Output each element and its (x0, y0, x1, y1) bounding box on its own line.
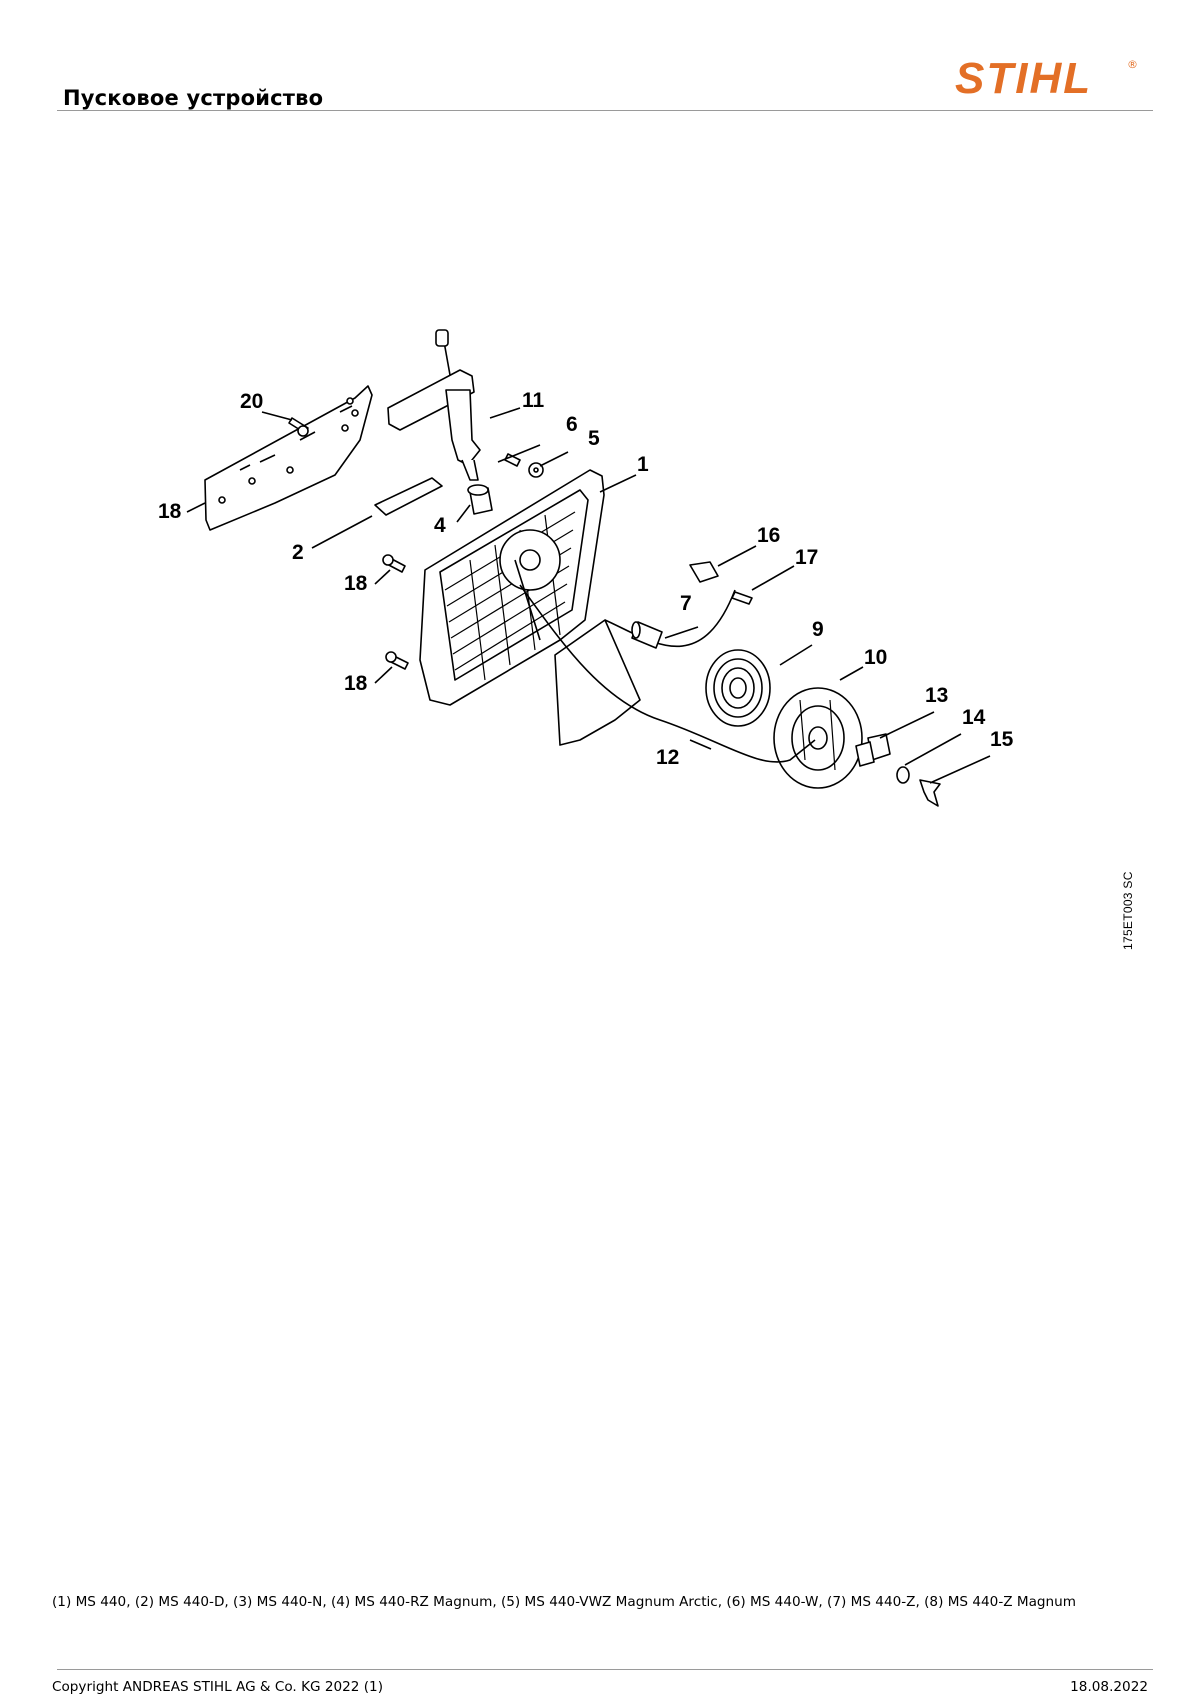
callout-17: 17 (795, 546, 818, 569)
callout-5: 5 (588, 427, 600, 450)
callout-19: 18 (158, 500, 182, 523)
part-label-plate (374, 477, 443, 516)
page-title: Пусковое устройство (63, 86, 324, 110)
model-list: (1) MS 440, (2) MS 440-D, (3) MS 440-N, … (52, 1594, 1077, 1610)
callout-14: 14 (962, 706, 986, 729)
callout-12: 12 (656, 746, 679, 769)
callout-10: 10 (864, 646, 887, 669)
callout-7: 7 (680, 592, 692, 615)
callout-18b: 18 (344, 672, 368, 695)
part-spring-clip (919, 779, 941, 807)
callout-15: 15 (990, 728, 1014, 751)
date-text: 18.08.2022 (1070, 1679, 1148, 1695)
part-rewind-spring (705, 649, 771, 727)
header-divider (57, 110, 1153, 111)
part-starter-rope (519, 584, 816, 763)
part-washer-14 (896, 766, 910, 784)
callout-20: 20 (240, 390, 263, 413)
footer-divider (57, 1669, 1153, 1670)
callout-11: 11 (522, 389, 545, 412)
part-screw-17 (731, 591, 753, 605)
stihl-logo: STIHL ® (955, 54, 1138, 102)
callout-6: 6 (566, 413, 578, 436)
callout-1: 1 (637, 453, 649, 476)
part-pawl (689, 561, 719, 583)
svg-text:STIHL: STIHL (955, 54, 1092, 102)
callout-4: 4 (434, 514, 446, 537)
part-shroud (554, 619, 641, 746)
callout-2: 2 (292, 541, 304, 564)
part-grip-handle (387, 369, 475, 431)
part-cover-plate (204, 385, 373, 531)
copyright-text: Copyright ANDREAS STIHL AG & Co. KG 2022… (52, 1679, 384, 1695)
callout-9: 9 (812, 618, 824, 641)
callout-16: 16 (757, 524, 780, 547)
callout-13: 13 (925, 684, 948, 707)
callout-18a: 18 (344, 572, 368, 595)
svg-text:®: ® (1127, 58, 1138, 71)
drawing-code: 175ET003 SC (1121, 871, 1135, 950)
